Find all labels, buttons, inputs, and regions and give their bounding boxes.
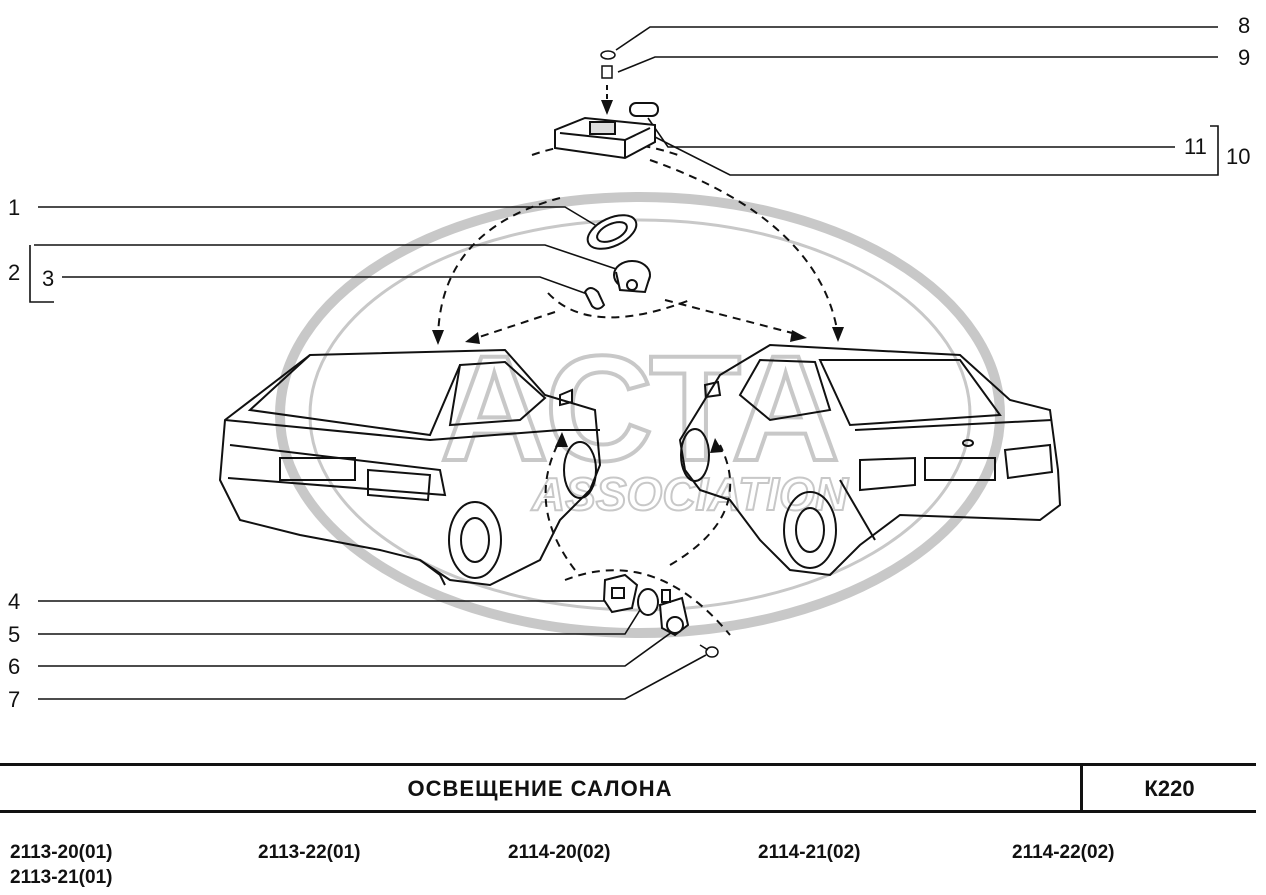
- door-switch-cover-4-part: [602, 573, 639, 614]
- parts-diagram: АСТА ASSOCIATION: [29, 26, 1219, 700]
- bulb-3-part: [583, 287, 606, 310]
- leader-lines: [29, 26, 1219, 700]
- section-title: ОСВЕЩЕНИЕ САЛОНА: [407, 776, 673, 801]
- model-label: 2113-22(01): [258, 842, 361, 863]
- title-divider: [1080, 766, 1083, 810]
- model-label: 2113-20(01): [10, 842, 113, 863]
- model-label: 2113-21(01): [10, 867, 113, 888]
- arrowheads: [432, 100, 844, 453]
- dashed-arrows: [437, 141, 839, 636]
- callout-5: 5: [8, 622, 21, 647]
- door-switch-gasket-5-part: [637, 588, 659, 616]
- callout-7: 7: [8, 687, 21, 712]
- lamp-socket-2-part: [613, 260, 651, 294]
- title-block: ОСВЕЩЕНИЕ САЛОНА К220: [0, 763, 1256, 813]
- callout-11: 11: [1184, 134, 1207, 159]
- watermark-logo: АСТА ASSOCIATION: [275, 192, 1005, 638]
- section-code: К220: [1144, 776, 1195, 801]
- callout-8: 8: [1238, 13, 1251, 38]
- screw-9-part: [600, 50, 616, 79]
- switch-cover-1-part: [586, 214, 638, 250]
- model-label: 2114-22(02): [1012, 842, 1115, 863]
- car-2113-outline: [218, 348, 602, 587]
- car-2114-outline: [678, 343, 1062, 577]
- door-switch-6-part: [658, 589, 690, 637]
- callout-1: 1: [8, 195, 21, 220]
- callout-10: 10: [1226, 144, 1251, 169]
- lamp-bulb-11-part: [629, 102, 659, 117]
- callout-3: 3: [42, 266, 55, 291]
- screw-7-part: [699, 644, 719, 658]
- callout-6: 6: [8, 654, 21, 679]
- callout-4: 4: [8, 589, 21, 614]
- callout-9: 9: [1238, 45, 1251, 70]
- callout-2: 2: [8, 260, 21, 285]
- model-label: 2114-20(02): [508, 842, 611, 863]
- model-label: 2114-21(02): [758, 842, 861, 863]
- dome-lamp-part: [554, 116, 656, 160]
